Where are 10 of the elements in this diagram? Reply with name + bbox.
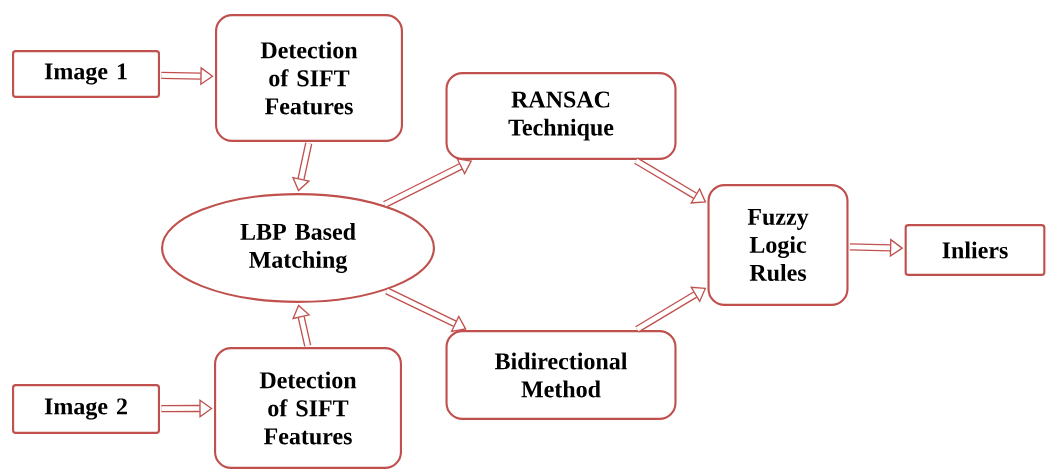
arrow [292, 304, 312, 347]
output-box: Inliers [904, 224, 1046, 276]
input-box: Image 2 [12, 384, 160, 434]
process-box: Bidirectional Method [445, 330, 677, 420]
process-box: Fuzzy Logic Rules [707, 184, 849, 306]
process-box: Detection of SIFT Features [214, 347, 402, 469]
input-box: Image 1 [12, 50, 160, 98]
process-box: RANSAC Technique [445, 72, 677, 160]
arrow [161, 399, 213, 418]
process-box: Detection of SIFT Features [215, 14, 403, 142]
